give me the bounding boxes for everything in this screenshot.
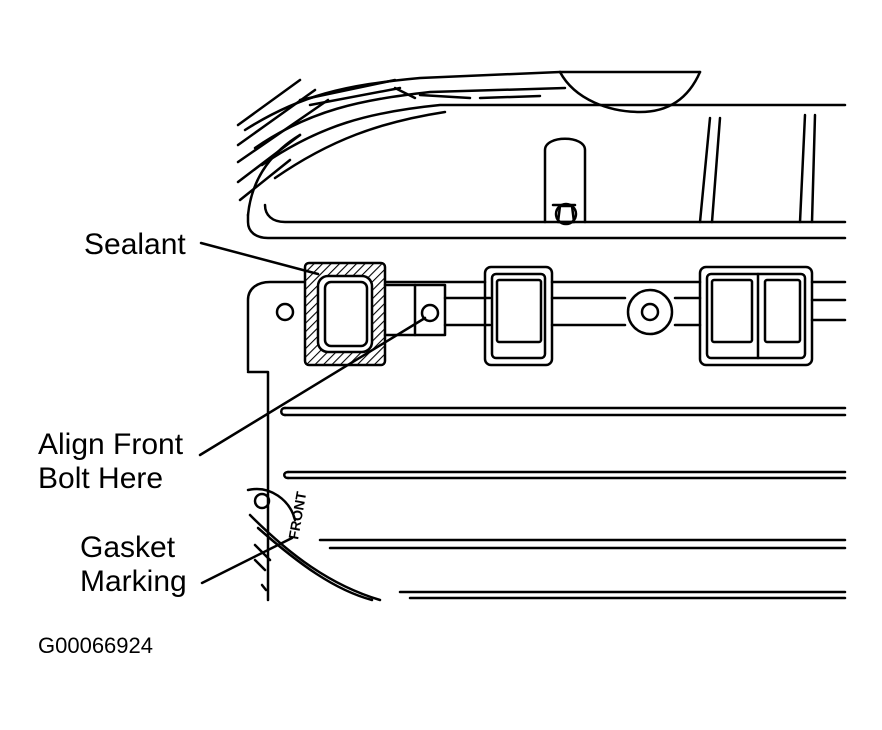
sealant-text: Sealant: [84, 228, 186, 261]
align-front-bolt-line1: Align Front: [38, 428, 184, 461]
center-bolt-boss: [550, 288, 702, 336]
intake-port-3: [698, 265, 847, 367]
gasket-marking-line1: Gasket: [80, 531, 176, 564]
intake-port-2: [483, 265, 554, 367]
gasket-front-text: FRONT: [285, 490, 309, 541]
sealant-label: Sealant: [84, 228, 186, 262]
align-front-bolt-label: Align Front Bolt Here: [38, 428, 183, 496]
leader-align-bolt: [198, 316, 427, 457]
intake-manifold: [236, 70, 847, 240]
alignment-dowel: [383, 283, 492, 337]
cylinder-head: [246, 280, 847, 602]
align-front-bolt-line2: Bolt Here: [38, 462, 164, 495]
intake-port-1: [303, 261, 387, 367]
leader-gasket-marking: [200, 536, 294, 585]
gasket-marking-line2: Marking: [80, 565, 187, 598]
gasket-marking-label: Gasket Marking: [80, 531, 187, 599]
leader-sealant: [199, 241, 320, 276]
figure-id: G00066924: [38, 633, 153, 658]
